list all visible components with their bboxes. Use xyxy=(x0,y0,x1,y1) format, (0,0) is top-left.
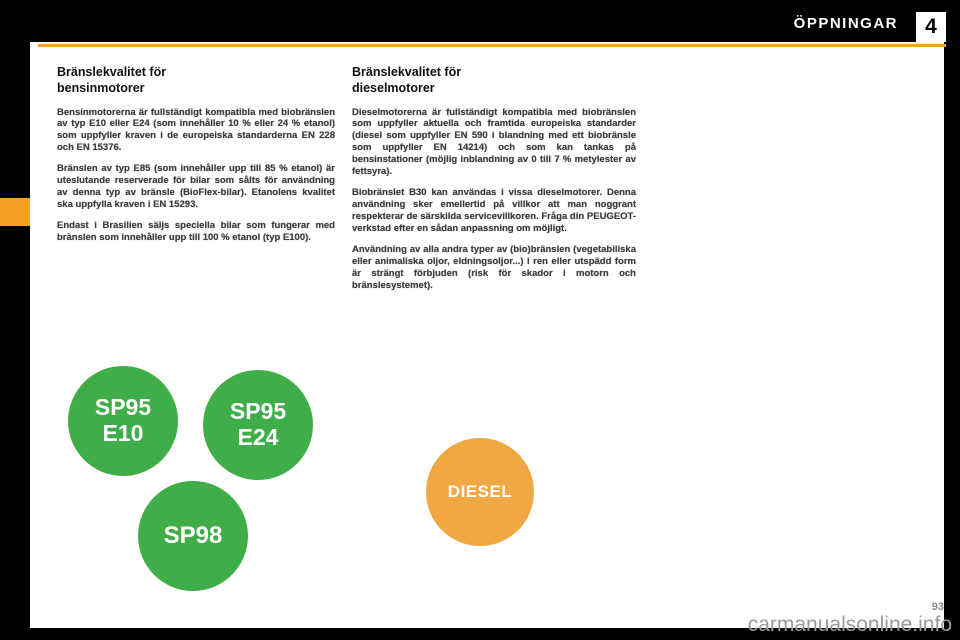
petrol-heading-line2: bensinmotorer xyxy=(57,81,145,96)
petrol-heading-line1: Bränslekvalitet för xyxy=(57,65,167,79)
fuel-badge-sp98: SP98 xyxy=(138,481,248,591)
fuel-badge-label: SP95 xyxy=(229,398,287,425)
page-number: 93 xyxy=(931,601,944,613)
right-black-bar xyxy=(944,0,960,640)
fuel-badge-label: SP95 xyxy=(94,394,152,421)
fuel-badge-label: SP98 xyxy=(163,521,223,549)
petrol-heading: Bränslekvalitet för bensinmotorer xyxy=(57,64,335,97)
bottom-black-bar xyxy=(0,628,960,640)
fuel-badge-sp95-e24: SP95 E24 xyxy=(203,370,313,480)
fuel-badge-diesel: DIESEL xyxy=(426,438,534,546)
petrol-section: Bränslekvalitet för bensinmotorer Bensin… xyxy=(57,64,335,253)
watermark: carmanualsonline.info xyxy=(747,613,952,636)
accent-rule xyxy=(38,44,946,47)
chapter-tab-marker xyxy=(0,198,30,226)
chapter-title: ÖPPNINGAR xyxy=(793,15,898,32)
fuel-badge-sp95-e10: SP95 E10 xyxy=(68,366,178,476)
petrol-paragraph: Endast i Brasilien säljs speciella bilar… xyxy=(57,220,335,244)
petrol-paragraph: Bränslen av typ E85 (som innehåller upp … xyxy=(57,163,335,211)
left-black-bar xyxy=(0,0,30,640)
diesel-paragraph: Användning av alla andra typer av (bio)b… xyxy=(352,244,636,292)
petrol-paragraph: Bensinmotorerna är fullständigt kompatib… xyxy=(57,106,335,154)
diesel-heading-line1: Bränslekvalitet för xyxy=(352,65,462,79)
chapter-number: 4 xyxy=(916,12,946,42)
diesel-heading-line2: dieselmotorer xyxy=(352,81,435,96)
diesel-section: Bränslekvalitet för dieselmotorer Diesel… xyxy=(352,64,636,301)
diesel-paragraph: Biobränslet B30 kan användas i vissa die… xyxy=(352,187,636,235)
fuel-badge-label: E10 xyxy=(102,420,144,446)
fuel-badge-label: E24 xyxy=(237,424,279,450)
fuel-badge-label: DIESEL xyxy=(447,482,513,502)
diesel-heading: Bränslekvalitet för dieselmotorer xyxy=(352,64,636,97)
diesel-paragraph: Dieselmotorerna är fullständigt kompatib… xyxy=(352,106,636,178)
top-black-bar xyxy=(0,0,960,42)
